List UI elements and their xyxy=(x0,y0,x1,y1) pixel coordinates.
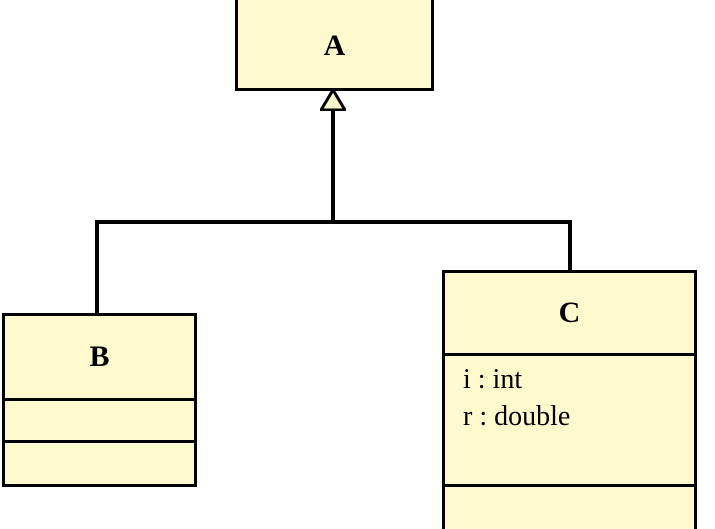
class-c-operations-compartment xyxy=(445,484,694,529)
generalization-hollow-triangle-icon xyxy=(320,89,346,111)
class-c-name: C xyxy=(445,273,694,353)
class-c-attribute-r: r : double xyxy=(463,400,571,432)
generalization-edge-horizontal-bus xyxy=(95,220,572,224)
uml-class-a[interactable]: A xyxy=(235,0,434,91)
class-c-attribute-i: i : int xyxy=(463,364,523,395)
generalization-edge-stem xyxy=(331,108,335,224)
generalization-edge-to-class-b xyxy=(95,220,99,315)
class-b-attributes-compartment xyxy=(5,398,194,440)
generalization-edge-to-class-c xyxy=(568,220,572,272)
uml-class-b[interactable]: B xyxy=(2,313,197,487)
class-b-name: B xyxy=(5,316,194,398)
class-a-name: A xyxy=(238,0,431,88)
uml-class-c[interactable]: C i : int r : double xyxy=(442,270,697,529)
class-c-attributes-compartment: i : int r : double xyxy=(445,353,694,484)
class-b-operations-compartment xyxy=(5,440,194,484)
